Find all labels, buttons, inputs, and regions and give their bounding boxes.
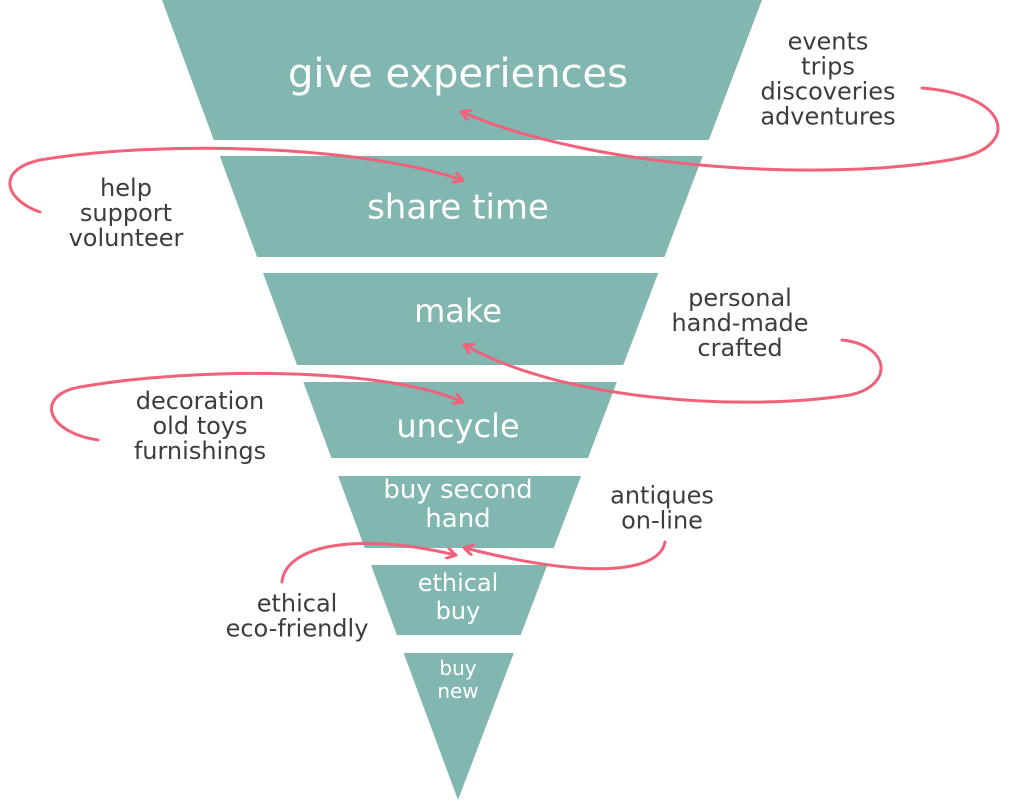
note-4-line-1: decoration: [136, 387, 264, 415]
note-3-line-1: personal: [688, 284, 792, 312]
note-1-line-2: trips: [801, 53, 855, 81]
note-1-line-4: adventures: [760, 103, 895, 131]
note-6-line-1: ethical: [257, 590, 338, 618]
note-2-line-3: volunteer: [69, 224, 184, 252]
funnel-tier-6: [371, 565, 548, 635]
tier-6-label-line-1: ethical: [418, 569, 499, 597]
tier-5-label-line-1: buy second: [383, 475, 532, 505]
note-6-line-2: eco-friendly: [226, 615, 369, 643]
funnel-tiers: give experiences share time make uncycle buy…: [162, 0, 762, 800]
note-3-line-2: hand-made: [671, 309, 808, 337]
connector-arrow-2: [8, 146, 462, 214]
tier-7-label-line-2: new: [437, 679, 478, 703]
note-1-line-1: events: [788, 28, 869, 56]
connector-arrow-1: [462, 86, 1000, 172]
note-3-line-3: crafted: [697, 334, 782, 362]
funnel-tier-3: [263, 273, 659, 365]
funnel-tier-5: [338, 476, 582, 548]
connector-arrow-3: [465, 338, 883, 404]
tier-7-label-line-1: buy: [439, 656, 476, 680]
note-2-line-1: help: [100, 174, 152, 202]
connector-arrow-5: [465, 540, 667, 571]
connector-arrow-6: [280, 541, 455, 584]
tier-3-label-line-1: make: [414, 292, 502, 330]
funnel-tier-1: [162, 0, 762, 140]
note-2-line-2: support: [80, 199, 172, 227]
tier-4-label-line-1: uncycle: [396, 407, 519, 445]
tier-6-label-line-2: buy: [436, 597, 481, 625]
note-5-line-1: antiques: [610, 482, 714, 510]
note-1-line-3: discoveries: [760, 78, 895, 106]
note-4-line-3: furnishings: [134, 437, 266, 465]
tier-1-label-line-1: give experiences: [288, 51, 628, 97]
funnel-tier-7: [403, 653, 514, 800]
note-4-line-2: old toys: [152, 412, 247, 440]
connector-arrow-4: [50, 371, 462, 442]
funnel-tier-4: [303, 382, 617, 458]
note-5-line-2: on-line: [621, 507, 703, 535]
tier-2-label-line-1: share time: [367, 188, 549, 228]
tier-5-label-line-2: hand: [425, 504, 490, 534]
connector-arrows: [8, 86, 1000, 584]
funnel-tier-2: [219, 156, 703, 257]
